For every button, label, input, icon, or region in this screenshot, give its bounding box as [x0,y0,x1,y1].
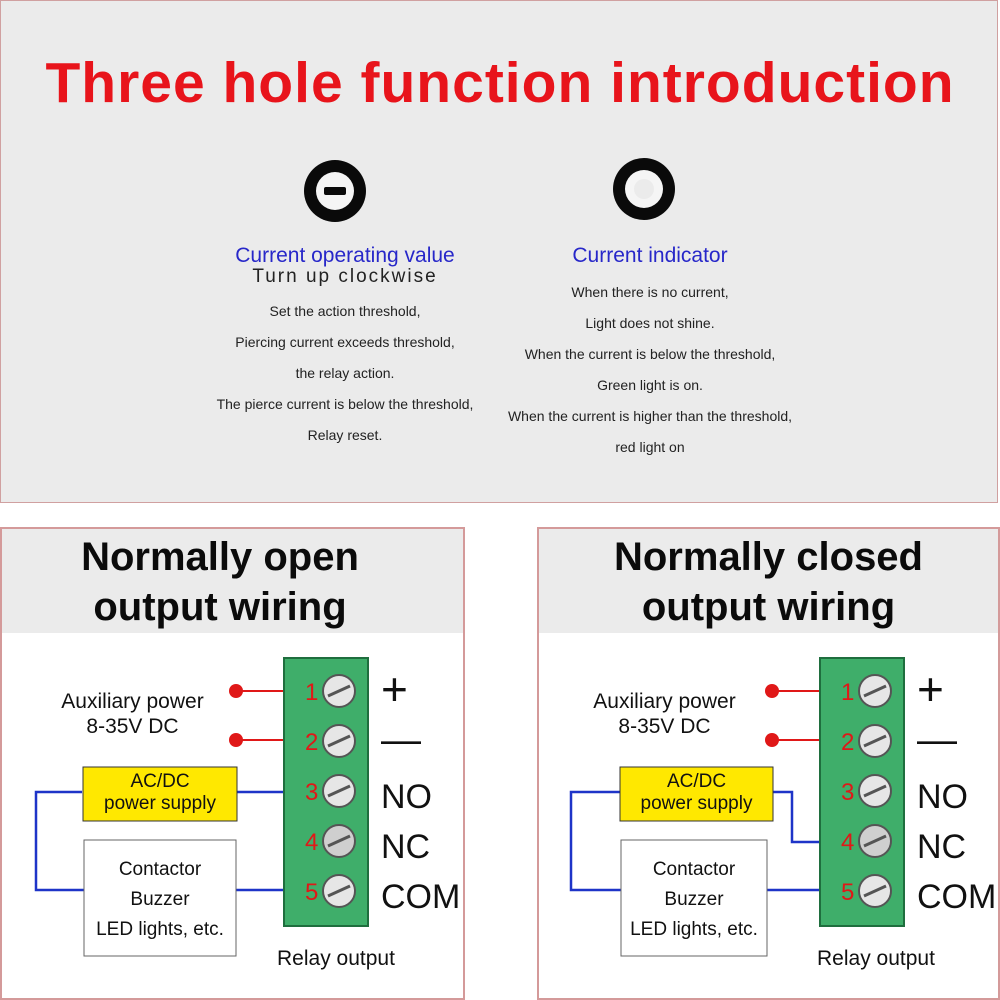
supply-line: AC/DC [130,771,190,792]
load-line: LED lights, etc. [96,919,224,940]
description-line: Set the action threshold, [269,303,421,319]
current-indicator-description: When there is no current, Light does not… [480,277,820,463]
terminal-label-plus: + [381,663,408,715]
slotted-potentiometer-icon [304,160,366,222]
auxiliary-power-label: Auxiliary power 8-35V DC [572,689,757,739]
description-line: Light does not shine. [585,315,715,331]
normally-open-wiring-diagram: 1 2 3 4 5 + — NO NC COM [34,657,460,957]
terminal-number-4: 4 [841,829,854,856]
turn-up-clockwise-subheading: Turn up clockwise [252,266,438,287]
function-intro-panel [0,0,998,503]
page-title: Three hole function introduction [45,51,955,115]
terminal-label-no: NO [381,778,432,816]
supply-box-label: AC/DC power supply [620,771,773,815]
terminal-number-1: 1 [305,679,318,706]
auxiliary-power-label: Auxiliary power 8-35V DC [40,689,225,739]
description-line: When there is no current, [571,284,729,300]
indicator-ring-icon [613,158,675,220]
description-line: red light on [615,439,685,455]
load-box [83,839,237,957]
terminal-number-5: 5 [305,879,318,906]
terminal-label-nc: NC [381,828,430,866]
load-line: Buzzer [664,889,724,910]
panel-title-line: output wiring [93,585,347,629]
load-return-wire [569,790,621,892]
aux-power-voltage: 8-35V DC [618,715,711,738]
terminal-number-3: 3 [305,779,318,806]
load-return-wire [34,790,84,892]
terminal-number-2: 2 [305,729,318,756]
relay-output-label: Relay output [817,947,935,970]
ac-dc-supply-box [82,766,238,822]
load-box-label: Contactor Buzzer LED lights, etc. [621,855,767,945]
terminal-labels: + — NO NC COM [381,663,460,916]
current-indicator-heading: Current indicator [572,244,728,267]
description-line: Relay reset. [307,427,383,443]
terminal-numbers: 1 2 3 4 5 [305,679,318,906]
terminal-label-minus: — [917,718,957,762]
terminal-screws [858,674,892,908]
panel-title-line: Normally open [81,535,359,579]
panel-title-line: output wiring [641,585,896,629]
load-box [620,839,768,957]
relay-output-label: Relay output [277,947,395,970]
aux-power-line: Auxiliary power [61,690,204,713]
aux-power-voltage: 8-35V DC [86,715,179,738]
terminal-number-1: 1 [841,679,854,706]
description-line: The pierce current is below the threshol… [216,396,474,412]
terminal-numbers: 1 2 3 4 5 [841,679,854,906]
panel-title-line: Normally closed [613,535,923,579]
terminal-labels: + — NO NC COM [917,663,996,916]
load-line: LED lights, etc. [630,919,758,940]
terminal-label-nc: NC [917,828,966,866]
terminal-label-no: NO [917,778,968,816]
ac-dc-supply-box [619,766,774,822]
description-line: Green light is on. [597,377,703,393]
terminal-label-com: COM [917,878,996,916]
terminal-number-2: 2 [841,729,854,756]
load-line: Contactor [652,859,736,880]
current-operating-value-heading: Current operating value [235,244,455,267]
description-line: When the current is below the threshold, [524,346,776,362]
load-line: Buzzer [130,889,190,910]
terminal-screws [322,674,356,908]
aux-power-line: Auxiliary power [593,690,736,713]
normally-closed-wiring-panel [537,527,1000,1000]
normally-open-title: Normally open output wiring [0,532,440,632]
terminal-number-3: 3 [841,779,854,806]
load-line: Contactor [118,859,202,880]
load-box-label: Contactor Buzzer LED lights, etc. [84,855,236,945]
normally-closed-wiring-diagram: 1 2 3 4 5 + — NO NC COM [569,657,996,957]
description-line: Piercing current exceeds threshold, [235,334,455,350]
normally-closed-title: Normally closed output wiring [537,532,1000,632]
terminal-label-com: COM [381,878,460,916]
terminal-number-5: 5 [841,879,854,906]
supply-line: AC/DC [666,771,727,792]
operating-value-description: Set the action threshold, Piercing curre… [160,296,530,451]
terminal-label-plus: + [917,663,944,715]
terminal-number-4: 4 [305,829,318,856]
supply-line: power supply [104,793,216,814]
supply-to-nc-wire [773,790,835,844]
description-line: When the current is higher than the thre… [507,408,793,424]
supply-box-label: AC/DC power supply [83,771,237,815]
description-line: the relay action. [295,365,395,381]
terminal-label-minus: — [381,718,421,762]
supply-line: power supply [640,793,753,814]
